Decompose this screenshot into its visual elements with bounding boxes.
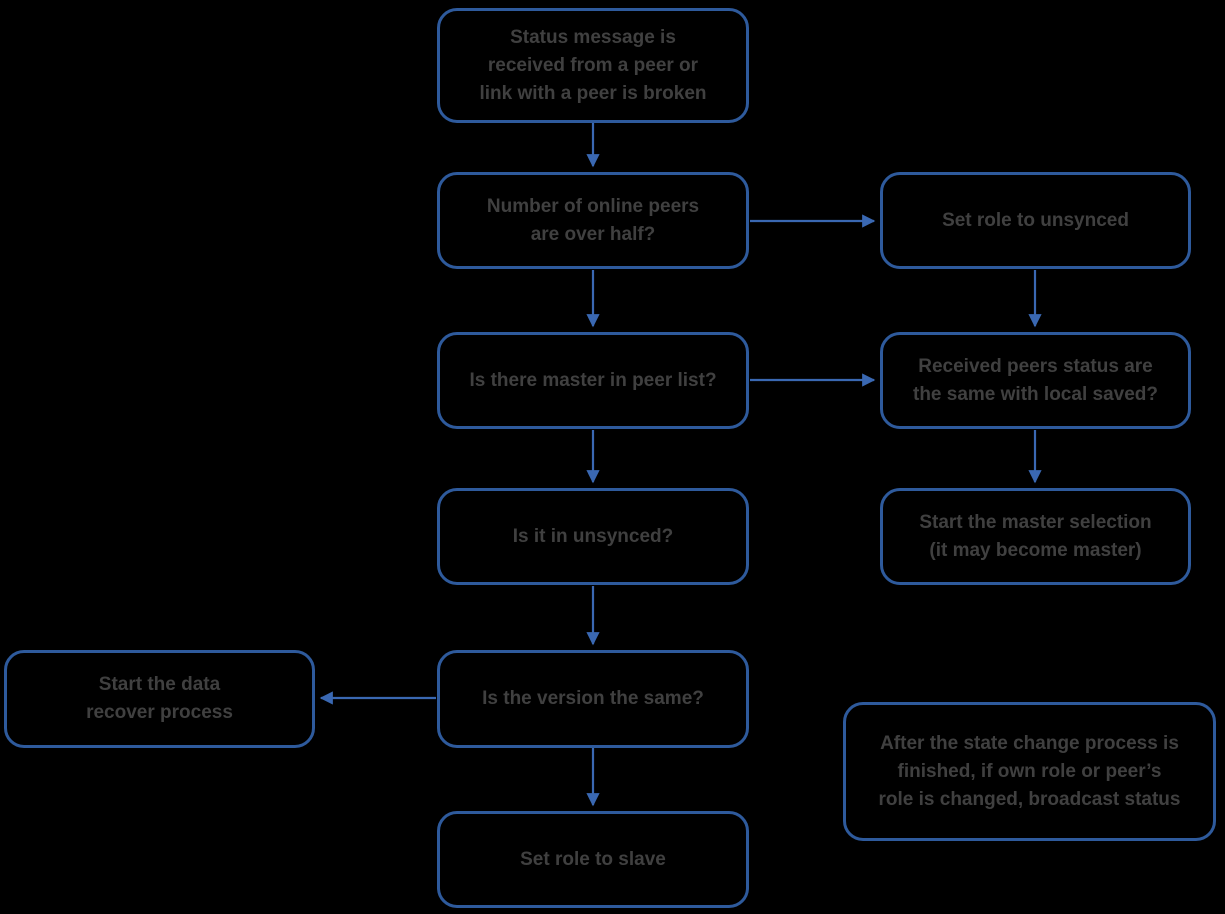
node-master-in-peer-list: Is there master in peer list? [437,332,749,429]
node-online-peers-over-half-label: Number of online peers are over half? [486,195,700,245]
node-is-in-unsynced: Is it in unsynced? [437,488,749,585]
node-master-in-peer-list-label: Is there master in peer list? [469,369,717,391]
node-set-role-unsynced-label: Set role to unsynced [942,209,1129,231]
node-received-status-same: Received peers status are the same with … [880,332,1191,429]
node-start-data-recover: Start the data recover process [4,650,315,748]
node-is-version-same: Is the version the same? [437,650,749,748]
node-set-role-slave-label: Set role to slave [520,848,666,870]
node-start-data-recover-label: Start the data recover process [86,674,233,723]
node-online-peers-over-half: Number of online peers are over half? [437,172,749,269]
node-status-message-label: Status message is received from a peer o… [479,26,707,104]
node-is-version-same-label: Is the version the same? [482,688,704,709]
node-is-in-unsynced-label: Is it in unsynced? [512,525,674,547]
node-set-role-unsynced: Set role to unsynced [880,172,1191,269]
node-start-master-selection-label: Start the master selection (it may becom… [919,511,1152,561]
node-broadcast-note: After the state change process is finish… [843,702,1216,841]
node-set-role-slave: Set role to slave [437,811,749,908]
node-status-message: Status message is received from a peer o… [437,8,749,123]
node-broadcast-note-label: After the state change process is finish… [878,732,1181,810]
node-start-master-selection: Start the master selection (it may becom… [880,488,1191,585]
node-received-status-same-label: Received peers status are the same with … [913,355,1158,405]
